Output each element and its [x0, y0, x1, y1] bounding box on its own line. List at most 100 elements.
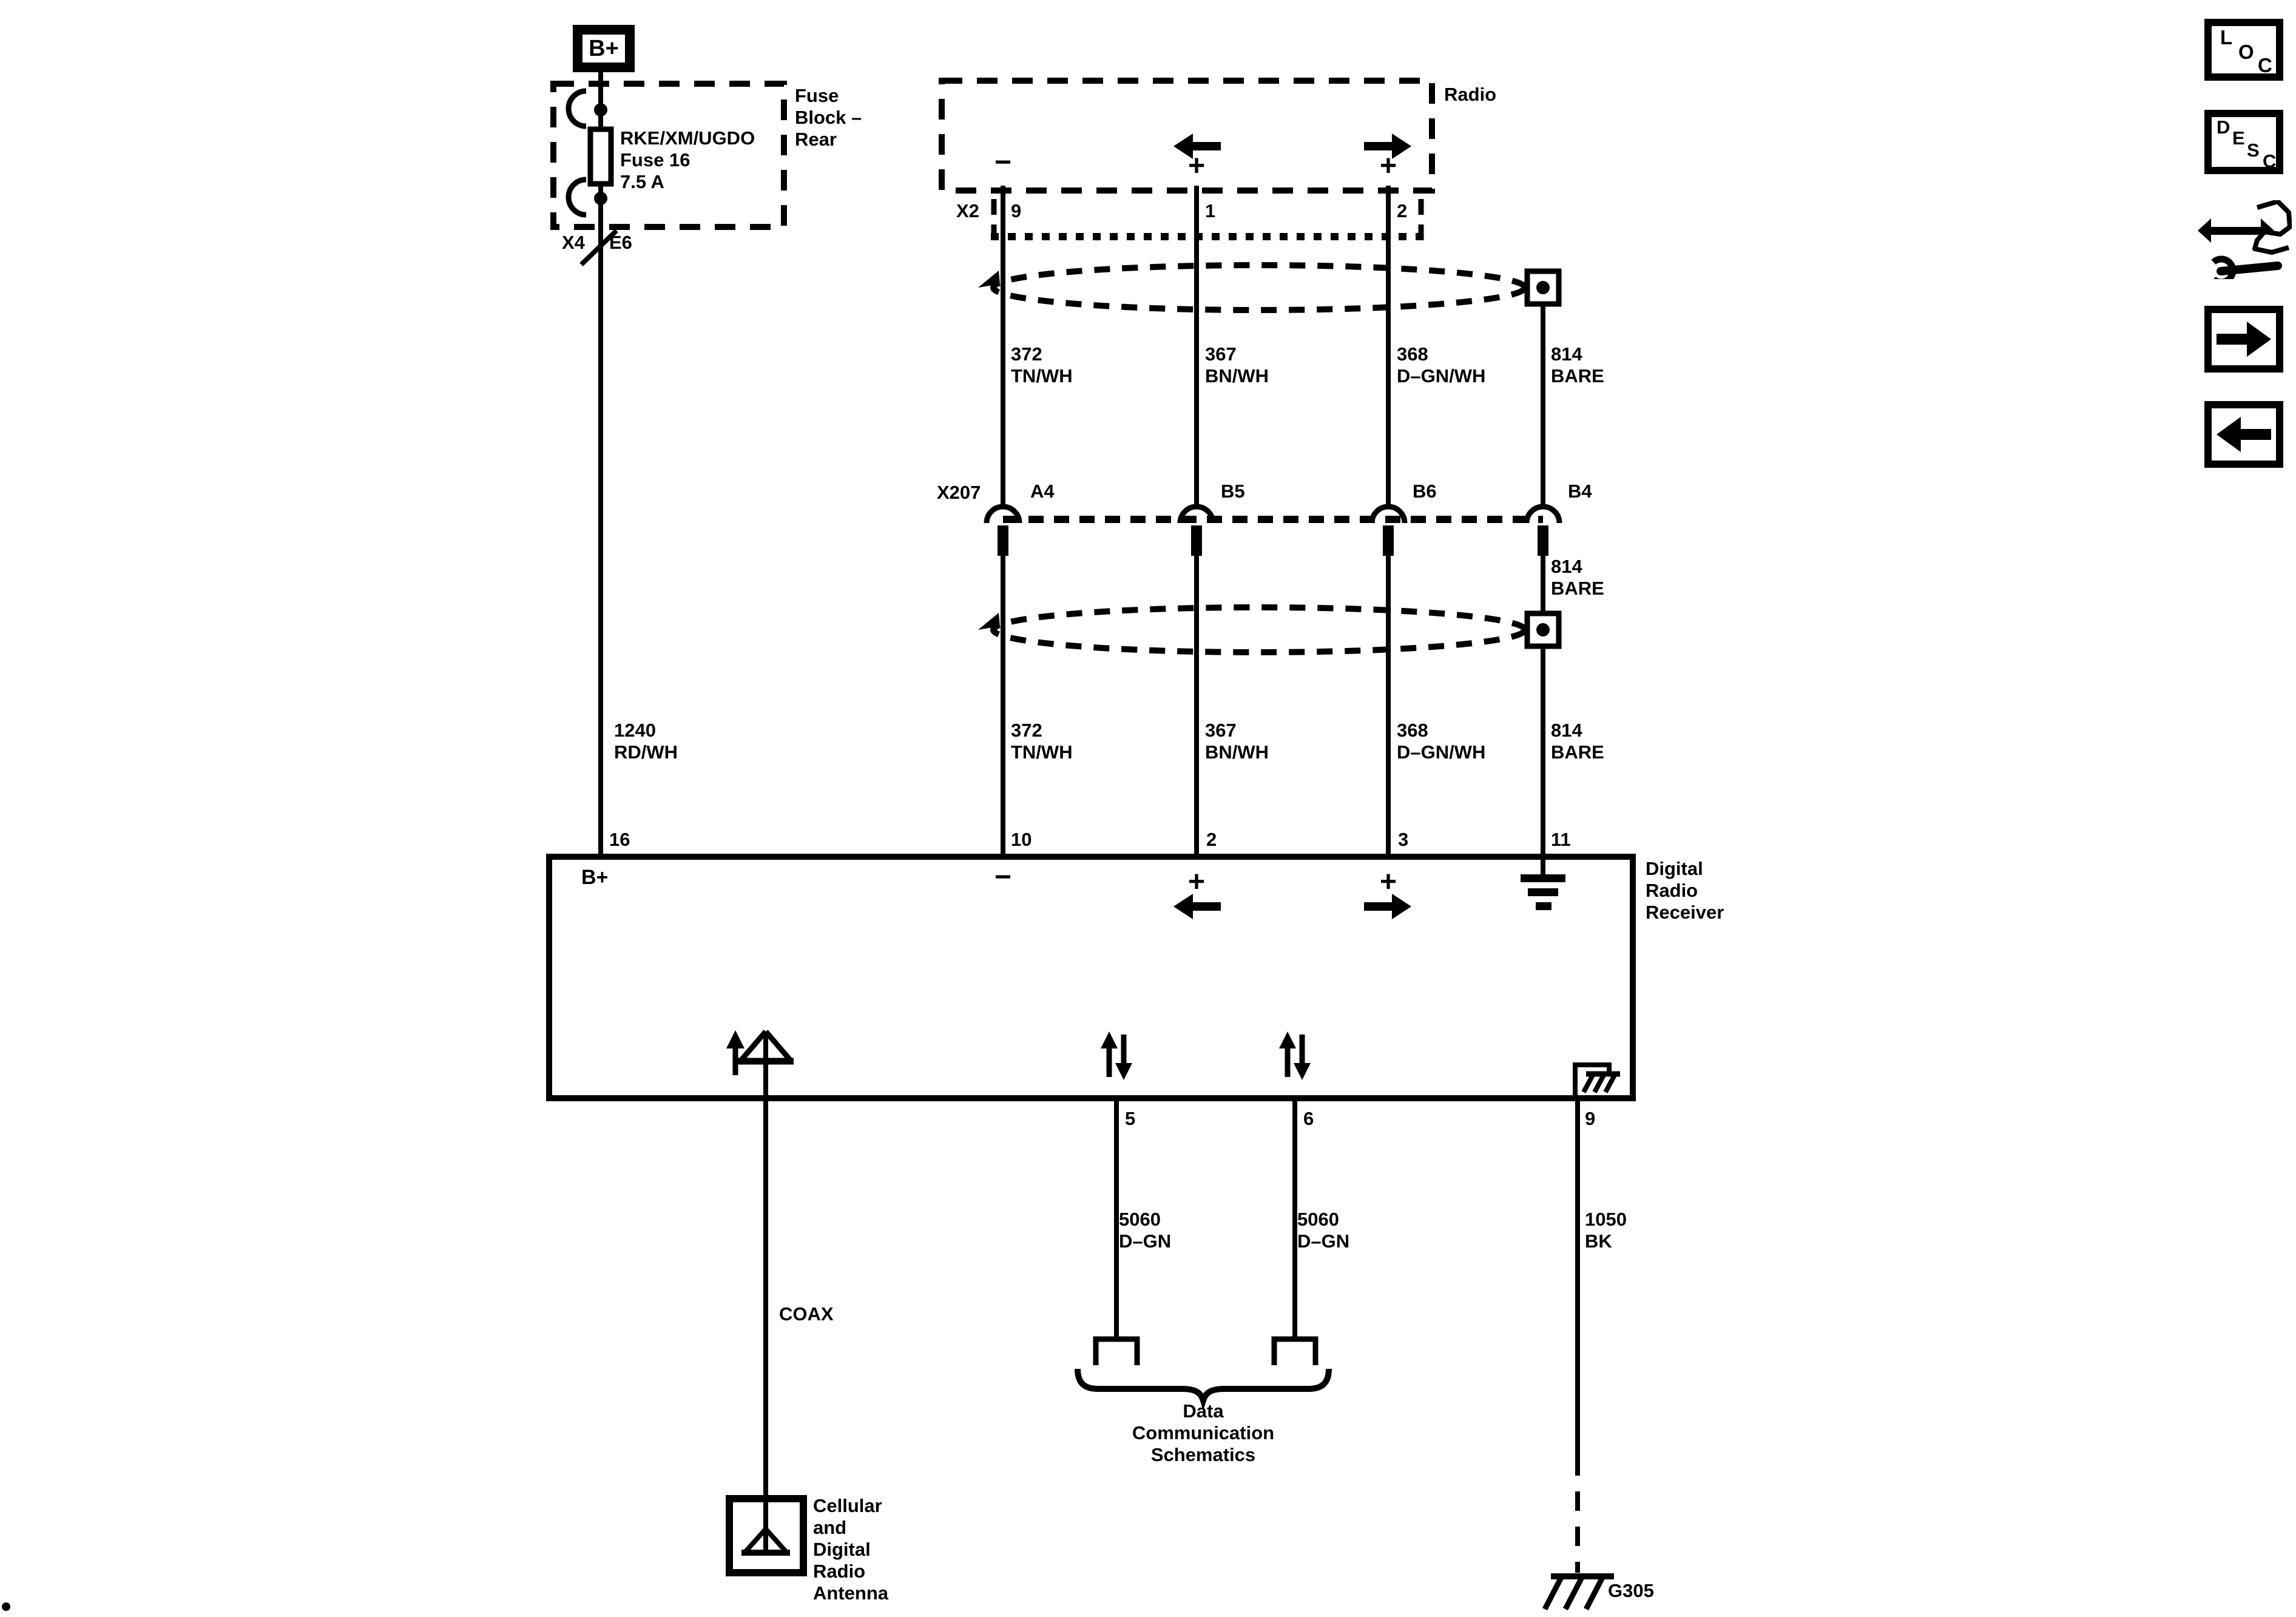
x207-sockets	[984, 504, 1562, 524]
receiver-pin-label: 6	[1303, 1108, 1314, 1129]
x207-pin-label: A4	[1030, 481, 1055, 502]
fuse-block-title-line: Rear	[795, 129, 837, 150]
circuit-number: 367	[1205, 720, 1237, 741]
circuit-number: 5060	[1119, 1209, 1161, 1230]
wire-color: BN/WH	[1205, 741, 1269, 763]
wire-label: 368 D–GN/WH	[1397, 720, 1485, 763]
back-arrow-button[interactable]	[2204, 401, 2283, 468]
fuse-block-title: Fuse Block – Rear	[795, 85, 862, 150]
x207-pin-icon	[998, 525, 1008, 556]
circuit-number: 814	[1551, 556, 1582, 577]
receiver-pin-label: 9	[1585, 1108, 1596, 1129]
fuse-info-label: RKE/XM/UGDO Fuse 16 7.5 A	[620, 127, 755, 193]
shield-terminal-box-1	[1524, 268, 1562, 307]
x207-pin-icon	[1538, 525, 1548, 556]
shield-arrow-2-icon	[978, 613, 1000, 630]
right-arrow-icon	[2217, 322, 2271, 357]
receiver-plus-symbol: +	[1379, 866, 1397, 898]
junction-dot	[594, 192, 607, 205]
antenna-title-line: Cellular	[813, 1495, 882, 1516]
receiver-pin-label: 3	[1398, 829, 1409, 850]
twisted-shield-ellipse-1	[990, 262, 1528, 313]
wire-color: BARE	[1551, 741, 1604, 763]
receiver-ground-bars-icon	[1521, 874, 1565, 910]
wire-label: 814 BARE	[1551, 343, 1604, 387]
shield-terminal-dot-1	[1536, 281, 1550, 294]
x2-pin-label: 2	[1397, 200, 1408, 221]
receiver-chassis-ground-icon	[1573, 1062, 1620, 1098]
wire-color: D–GN/WH	[1397, 741, 1486, 763]
radio-right-arrow-icon	[1364, 133, 1411, 159]
data-comm-line: Communication	[1132, 1422, 1275, 1443]
page-dot	[2, 1602, 10, 1611]
fuse-clip-top-icon	[566, 88, 587, 129]
adjust-tool-icon[interactable]	[2198, 200, 2292, 279]
fuse-name: RKE/XM/UGDO	[620, 127, 755, 149]
fuse-block-outline	[550, 81, 787, 230]
wire-label: 372 TN/WH	[1011, 343, 1073, 387]
desc-letter: S	[2247, 140, 2260, 161]
wire-color: TN/WH	[1011, 365, 1073, 387]
battery-symbol-box	[573, 25, 635, 72]
circuit-number: 1050	[1585, 1209, 1627, 1230]
loc-letter: O	[2238, 41, 2254, 63]
shield-terminal-box-2	[1524, 610, 1562, 649]
fuse-rating: 7.5 A	[620, 171, 664, 192]
wire-color: D–GN/WH	[1397, 365, 1486, 387]
wire-color: TN/WH	[1011, 741, 1073, 763]
wire-label: 1050 BK	[1585, 1209, 1627, 1252]
wire-color: RD/WH	[614, 741, 678, 763]
receiver-pin-label: 5	[1125, 1108, 1136, 1129]
antenna-title-line: Antenna	[813, 1582, 888, 1604]
receiver-title-line: Radio	[1646, 880, 1698, 901]
desc-letter: D	[2217, 116, 2230, 138]
fuse-block-title-line: Block –	[795, 107, 862, 128]
wire-color: BARE	[1551, 365, 1604, 387]
circuit-number: 814	[1551, 343, 1582, 365]
ground-g305-label: G305	[1608, 1580, 1654, 1601]
wire-label: 5060 D–GN	[1297, 1209, 1349, 1252]
receiver-pin-label: 16	[609, 829, 630, 850]
antenna-title: Cellular and Digital Radio Antenna	[813, 1495, 888, 1604]
desc-letter: E	[2232, 127, 2245, 149]
receiver-antenna-symbol-icon	[738, 1030, 794, 1065]
x207-connector-label: X207	[937, 482, 981, 503]
loc-button[interactable]: L O C	[2204, 19, 2283, 81]
circuit-number: 372	[1011, 343, 1042, 365]
g305-ground-icon	[1542, 1573, 1614, 1611]
twisted-shield-ellipse-2	[990, 604, 1528, 655]
data-comm-line: Data	[1183, 1400, 1224, 1422]
x207-socket-icon	[1369, 504, 1408, 524]
x207-pins	[998, 525, 1548, 556]
next-arrow-button[interactable]	[2204, 306, 2283, 373]
circuit-number: 814	[1551, 720, 1582, 741]
wires	[598, 72, 1580, 1573]
brace-icon	[1075, 1368, 1332, 1411]
receiver-plus-symbol: +	[1187, 866, 1206, 898]
fuse-clip-bottom-icon	[566, 177, 587, 218]
wire-label: 814 BARE	[1551, 556, 1604, 599]
radio-plus-symbol: +	[1379, 150, 1397, 182]
fuse-element-icon	[587, 126, 614, 187]
x207-pin-label: B4	[1568, 481, 1592, 502]
wire-label: 367 BN/WH	[1205, 343, 1269, 387]
radio-title: Radio	[1444, 84, 1497, 105]
fuse-block-title-line: Fuse	[795, 85, 839, 106]
wire-label: 1240 RD/WH	[614, 720, 678, 763]
data-comm-line: Schematics	[1150, 1444, 1256, 1465]
shield-terminal-dot-2	[1536, 623, 1550, 636]
wire-color: BARE	[1551, 578, 1604, 599]
antenna-box-symbol-icon	[741, 1527, 790, 1556]
wire-label: 372 TN/WH	[1011, 720, 1073, 763]
connector-e6-label: E6	[609, 232, 632, 253]
loc-letter: C	[2258, 54, 2272, 76]
x2-connector-label: X2	[956, 200, 979, 221]
radio-outline	[939, 78, 1435, 194]
offpage-connector-icon	[1271, 1336, 1319, 1365]
desc-button[interactable]: D E S C	[2204, 110, 2283, 174]
x207-pin-label: B5	[1221, 481, 1245, 502]
x2-pin-label: 1	[1205, 200, 1216, 221]
desc-letter: C	[2263, 150, 2277, 172]
connector-slash-icon	[579, 229, 618, 266]
